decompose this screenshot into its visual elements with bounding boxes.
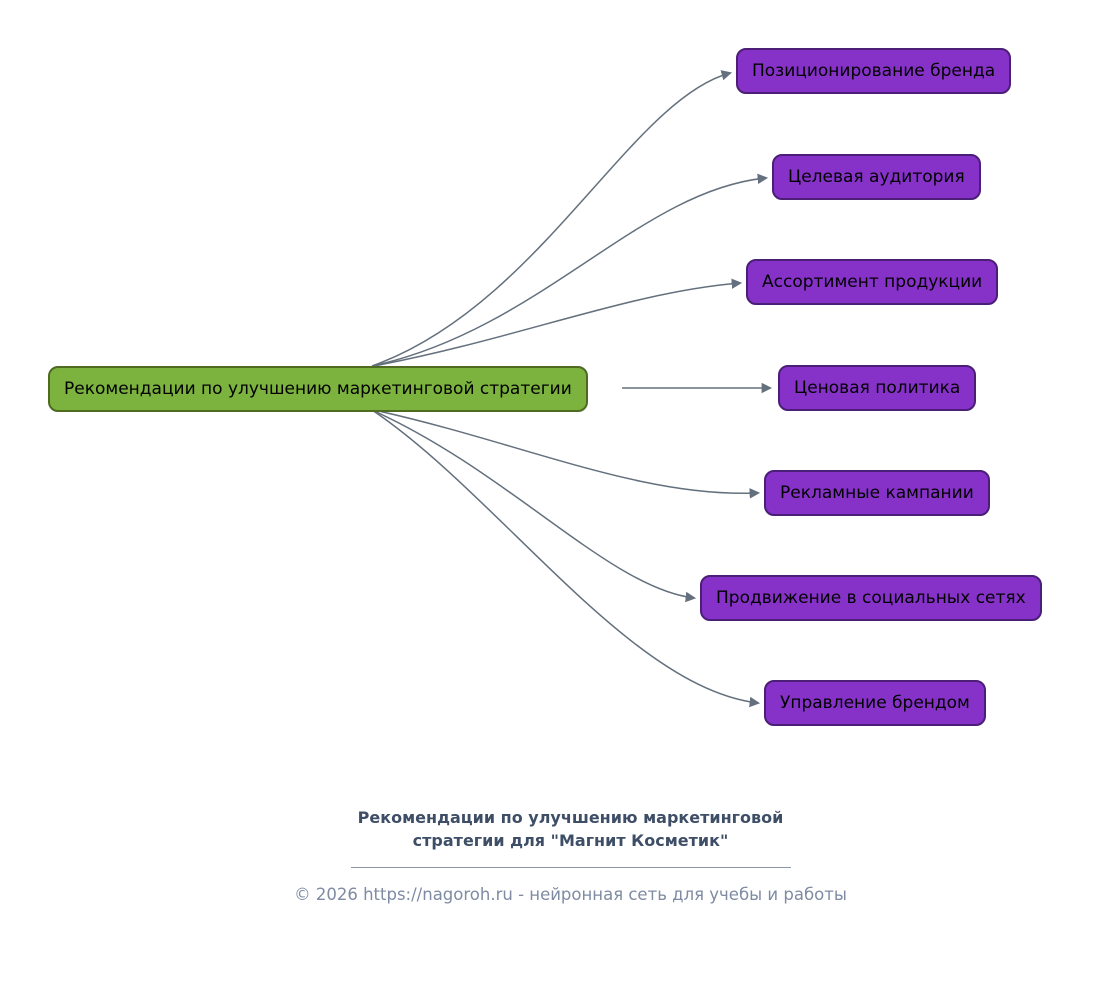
footer-title: Рекомендации по улучшению маркетинговой … [357, 808, 784, 851]
edge-ad-campaigns [373, 409, 761, 499]
node-pricing-policy: Ценовая политика [778, 365, 977, 411]
footer-divider [350, 867, 791, 869]
node-brand-positioning: Позиционирование бренда [736, 48, 1012, 94]
edge-brand-positioning [371, 70, 733, 367]
node-brand-management: Управление брендом [764, 680, 986, 726]
edge-target-audience [371, 173, 769, 367]
edge-social-media-promotion [371, 409, 697, 603]
footer: Рекомендации по улучшению маркетинговой … [0, 806, 1105, 904]
node-target-audience: Целевая аудитория [772, 154, 981, 200]
node-ad-campaigns: Рекламные кампании [764, 470, 990, 516]
node-social-media-promotion: Продвижение в социальных сетях [700, 575, 1042, 621]
footer-copyright: © 2026 https://nagoroh.ru - нейронная се… [294, 885, 847, 905]
node-product-range: Ассортимент продукции [746, 259, 999, 305]
edges-layer [371, 70, 773, 708]
edge-brand-management [371, 409, 761, 708]
edge-product-range [373, 278, 743, 367]
root-node-marketing-strategy: Рекомендации по улучшению маркетинговой … [48, 366, 588, 412]
